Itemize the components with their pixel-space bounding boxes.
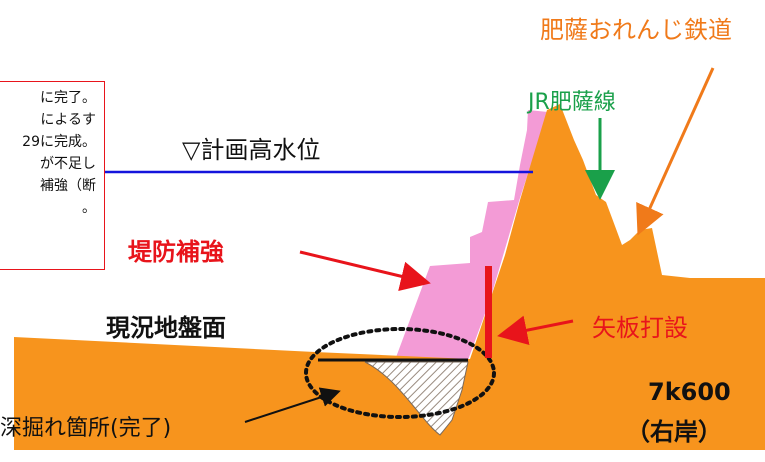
note-line: によるす: [40, 112, 96, 128]
jr-line-label: JR肥薩線: [528, 90, 616, 115]
note-box: に完了。 によるす 29に完成。 が不足し 補強（断 。: [0, 81, 105, 270]
note-line: 29に完成。: [22, 134, 96, 150]
sheet-pile-arrow: [497, 315, 574, 346]
bank-label: （右岸）: [626, 418, 722, 446]
scour-arrow: [244, 387, 341, 423]
orange-railway-arrow: [636, 67, 715, 236]
levee-reinforcement-area: [395, 110, 548, 360]
station-label: 7k600: [648, 378, 731, 406]
water-level-label: ▽計画高水位: [182, 136, 321, 164]
current-ground-label: 現況地盤面: [106, 314, 226, 342]
note-line: 補強（断: [40, 178, 96, 194]
sheet-pile-bar: [485, 266, 492, 358]
scour-ellipse: [304, 327, 496, 419]
levee-reinforcement-arrow: [299, 250, 431, 291]
scour-location-label: 深掘れ箇所(完了): [0, 416, 172, 441]
ground-mass: [14, 104, 765, 450]
levee-reinforcement-label: 堤防補強: [128, 238, 224, 266]
orange-railway-label: 肥薩おれんじ鉄道: [540, 16, 732, 44]
note-line: が不足し: [40, 156, 96, 172]
note-line: に完了。: [40, 90, 96, 106]
note-line: 。: [82, 200, 96, 216]
sheet-pile-label: 矢板打設: [592, 314, 688, 342]
